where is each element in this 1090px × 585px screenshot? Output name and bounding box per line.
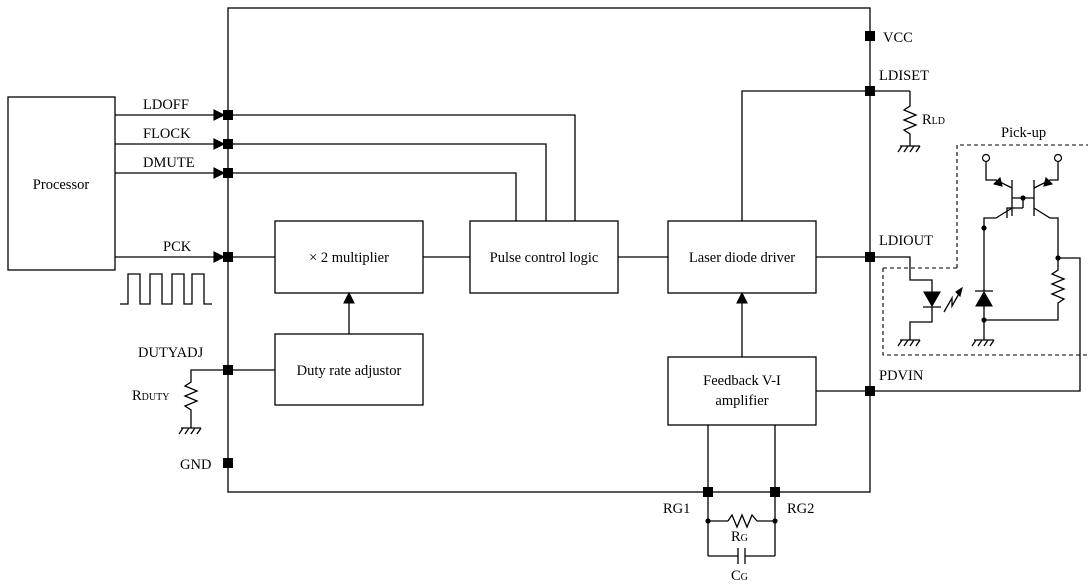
ld-driver-label: Laser diode driver (689, 250, 795, 266)
signal-path (233, 90, 865, 392)
photodiode-circuit (971, 153, 1066, 347)
pickup-boundary-lower (882, 268, 1088, 356)
pin-pck (223, 252, 233, 262)
pin-label-pck: PCK (163, 239, 192, 255)
pin-label-vcc: VCC (883, 30, 913, 46)
pin-label-gnd: GND (180, 457, 211, 473)
ic-outline (227, 7, 871, 493)
pin-dutyadj (223, 365, 233, 375)
duty-adjustor-block (274, 333, 424, 406)
pin-label-ldoff: LDOFF (143, 97, 189, 113)
pin-vcc (865, 31, 875, 41)
pin-ldoff (223, 110, 233, 120)
pin-flock (223, 139, 233, 149)
processor-block (7, 96, 116, 271)
feedback-amp-block (667, 356, 817, 426)
pickup-label: Pick-up (1001, 125, 1046, 141)
control-lines (233, 114, 576, 221)
rld-resistor (875, 90, 921, 153)
pin-label-rg2: RG2 (787, 501, 814, 517)
rld-label: RLD (922, 112, 945, 128)
processor-outputs (115, 109, 226, 263)
pickup-boundary (956, 144, 1088, 268)
pin-ldiset (865, 86, 875, 96)
pin-gnd (223, 458, 233, 468)
pin-rg2 (770, 487, 780, 497)
clock-waveform (120, 273, 212, 305)
duty-adjustor-label: Duty rate adjustor (297, 363, 402, 379)
pulse-logic-block (469, 220, 619, 294)
pin-dmute (223, 168, 233, 178)
pin-pdvin (865, 386, 875, 396)
processor-label: Processor (33, 177, 90, 193)
pin-label-ldiout: LDIOUT (879, 233, 933, 249)
pin-label-dutyadj: DUTYADJ (138, 345, 204, 361)
feedback-amp-label-2: amplifier (715, 393, 768, 409)
rduty-label: RDUTY (132, 388, 169, 404)
rg-cg-network (705, 425, 778, 564)
rduty-resistor (178, 369, 223, 435)
laser-diode-circuit (875, 256, 963, 347)
pdvin-wire (875, 257, 1081, 392)
pulse-logic-label: Pulse control logic (490, 250, 599, 266)
pin-label-rg1: RG1 (663, 501, 690, 517)
pin-rg1 (703, 487, 713, 497)
multiplier-label: × 2 multiplier (309, 250, 389, 266)
pin-label-flock: FLOCK (143, 126, 191, 142)
cg-label: CG (731, 568, 748, 584)
feedback-amp-label-1: Feedback V-I (703, 373, 781, 389)
rg-label: RG (731, 529, 748, 545)
pin-ldiout (865, 252, 875, 262)
pin-label-ldiset: LDISET (879, 68, 929, 84)
pin-label-pdvin: PDVIN (879, 368, 924, 384)
pin-label-dmute: DMUTE (143, 155, 195, 171)
